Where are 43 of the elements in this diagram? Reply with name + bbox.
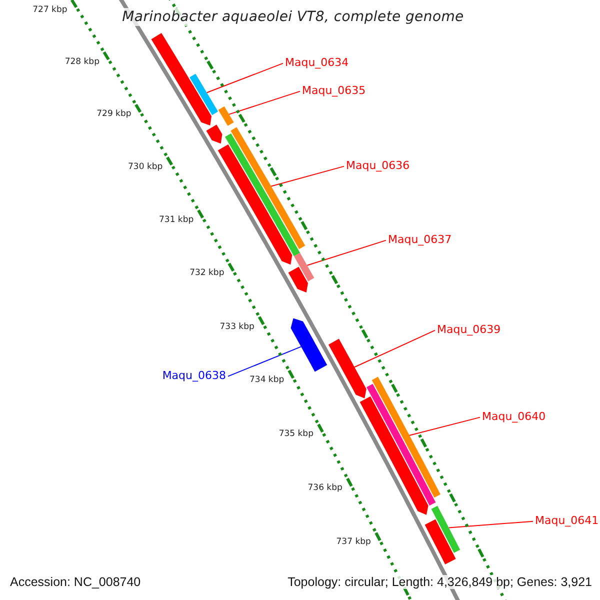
gene-feature	[218, 106, 234, 126]
scale-label: 729 kbp	[96, 110, 132, 120]
leader-line	[270, 166, 344, 187]
scale-label: 732 kbp	[190, 269, 224, 279]
leader-line	[228, 346, 302, 377]
gene-feature	[218, 144, 292, 265]
gene-label: Maqu_0639	[437, 324, 501, 337]
scale-label: 733 kbp	[220, 322, 254, 332]
gene-feature	[360, 396, 428, 515]
gene-label: Maqu_0635	[302, 85, 366, 98]
gene-label: Maqu_0634	[285, 57, 349, 70]
gene-label: Maqu_0637	[388, 234, 452, 247]
scale-label: 734 kbp	[250, 376, 284, 386]
scale-label: 728 kbp	[64, 58, 100, 68]
gene-feature	[366, 384, 436, 506]
gene-feature	[182, 85, 212, 126]
gene-feature	[424, 519, 456, 564]
leader-line	[354, 330, 436, 368]
scale-label: 731 kbp	[159, 216, 194, 226]
gene-label: Maqu_0640	[482, 411, 546, 424]
gene-feature	[206, 124, 222, 144]
scale-label: 737 kbp	[336, 538, 371, 548]
accession-text: Accession: NC_008740	[8, 575, 143, 590]
gene-label: Maqu_0636	[346, 160, 410, 173]
leader-line	[408, 416, 480, 436]
gene-feature	[328, 338, 366, 398]
gene-feature	[230, 127, 306, 250]
gene-feature	[290, 318, 328, 372]
genome-info-text: Topology: circular; Length: 4,326,849 bp; Genes: 3,921	[286, 575, 594, 590]
gene-feature	[288, 266, 308, 293]
scale-label: 736 kbp	[308, 484, 342, 494]
gene-label: Maqu_0641	[535, 515, 599, 528]
scale-label: 730 kbp	[128, 163, 163, 173]
gene-feature	[224, 133, 300, 256]
leader-line	[228, 90, 300, 115]
gene-label: Maqu_0638	[162, 370, 226, 383]
gene-feature	[294, 252, 314, 282]
scale-label: 735 kbp	[278, 430, 314, 440]
leader-line	[206, 62, 284, 94]
gene-feature	[190, 74, 218, 116]
gene-feature	[431, 506, 460, 553]
scale-label: 727 kbp	[32, 6, 68, 16]
gene-feature	[372, 376, 441, 498]
